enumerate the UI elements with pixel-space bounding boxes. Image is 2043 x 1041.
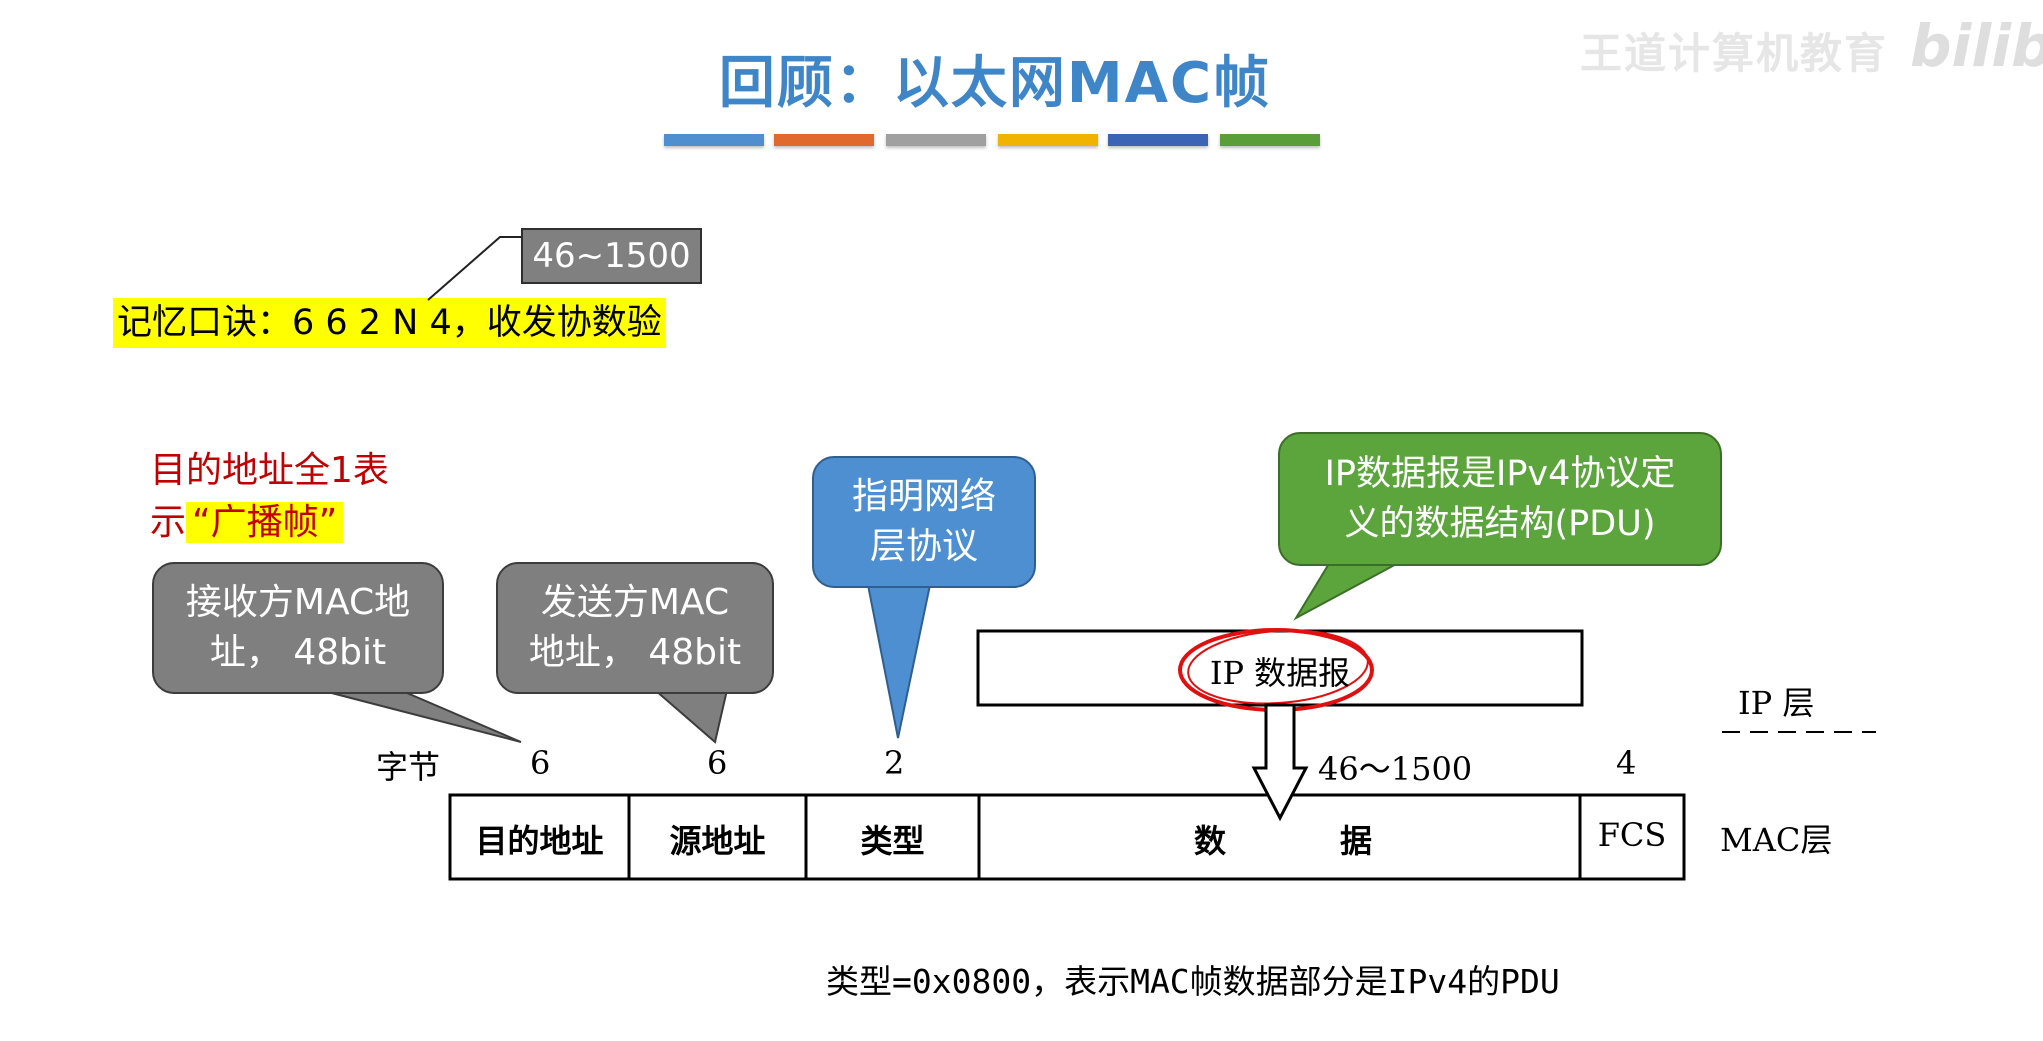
bytes-label: 字节: [376, 748, 441, 786]
mnemonic-text: 记忆口诀：6 6 2 N 4，收发协数验: [113, 298, 666, 348]
src-size: 6: [707, 744, 728, 782]
type-callout-line2: 层协议: [869, 526, 978, 567]
field-data-char2: 据: [1339, 822, 1372, 860]
field-src-address: 源地址: [669, 822, 766, 860]
title-bar-segment-5: [1108, 134, 1208, 146]
data-size-hint-box: 46~1500: [521, 228, 702, 284]
field-fcs: FCS: [1597, 816, 1667, 854]
encapsulation-arrow: [1251, 703, 1309, 822]
ip-datagram-label: IP 数据报: [1209, 654, 1351, 692]
pdu-callout-line2: 义的数据结构(PDU): [1344, 504, 1656, 544]
field-type: 类型: [860, 822, 925, 860]
title-bar-segment-2: [774, 134, 874, 146]
hint-connector-line: [427, 236, 521, 301]
type-callout-line1: 指明网络: [851, 476, 996, 517]
type-size: 2: [884, 744, 905, 782]
type-callout-tail: [866, 584, 932, 739]
pdu-callout-line1: IP数据报是IPv4协议定: [1324, 454, 1676, 494]
dest-mac-callout-line2: 址， 48bit: [209, 632, 387, 673]
title-bar-segment-1: [664, 134, 764, 146]
title-bar-segment-3: [886, 134, 986, 146]
page-title: 回顾：以太网MAC帧: [718, 51, 1272, 116]
field-dest-address: 目的地址: [475, 822, 604, 860]
pdu-callout: IP数据报是IPv4协议定 义的数据结构(PDU): [1278, 432, 1722, 566]
dest-mac-callout-line1: 接收方MAC地: [185, 582, 411, 623]
data-size: 46～1500: [1318, 750, 1473, 788]
bilibili-logo: bilibili: [1910, 12, 2043, 80]
dest-size: 6: [530, 744, 551, 782]
mac-frame-box: [448, 793, 1686, 881]
broadcast-note: 目的地址全1表 示“广播帧”: [150, 445, 389, 549]
dest-callout-tail: [319, 689, 522, 743]
type-footnote: 类型=0x0800，表示MAC帧数据部分是IPv4的PDU: [826, 962, 1560, 1001]
broadcast-note-prefix: 示: [150, 502, 187, 543]
src-callout-tail: [652, 689, 729, 744]
mac-layer-label: MAC层: [1720, 821, 1833, 859]
red-highlight-ellipse-2: [1187, 629, 1369, 705]
field-data-char1: 数: [1193, 822, 1226, 860]
watermark-text: 王道计算机教育: [1580, 29, 1889, 78]
title-bar-segment-4: [998, 134, 1098, 146]
src-mac-callout-line2: 地址， 48bit: [528, 632, 742, 673]
pdu-callout-tail: [1293, 561, 1401, 621]
broadcast-note-line2: 示“广播帧”: [150, 497, 389, 549]
broadcast-note-line1: 目的地址全1表: [150, 450, 389, 491]
src-mac-callout: 发送方MAC 地址， 48bit: [496, 562, 774, 694]
dest-mac-callout: 接收方MAC地 址， 48bit: [152, 562, 444, 694]
fcs-size: 4: [1616, 744, 1637, 782]
ip-datagram-box: [976, 629, 1584, 707]
type-callout: 指明网络 层协议: [812, 456, 1036, 588]
title-bar-segment-6: [1220, 134, 1320, 146]
src-mac-callout-line1: 发送方MAC: [540, 582, 730, 623]
ip-layer-label: IP 层: [1738, 684, 1815, 722]
broadcast-frame-highlight: “广播帧”: [186, 502, 344, 543]
